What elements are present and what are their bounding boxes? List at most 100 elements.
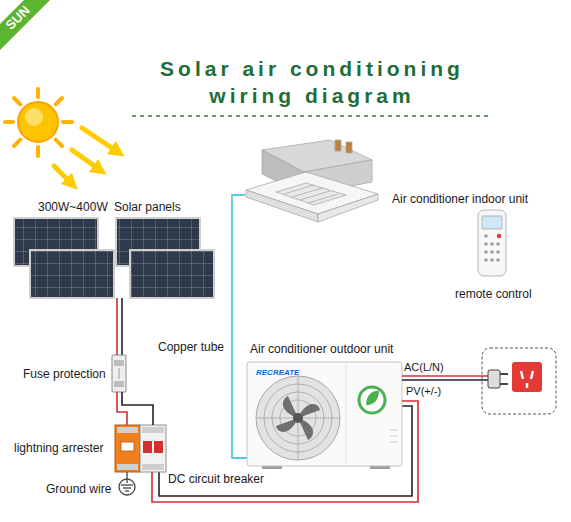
sun-icon	[14, 98, 20, 104]
indoor-unit	[335, 140, 341, 151]
dc-wire	[152, 401, 418, 502]
component-label: 300W~400W	[38, 200, 108, 214]
fuse-holder	[119, 368, 120, 379]
ac-socket	[512, 362, 542, 392]
remote-control	[490, 258, 494, 262]
ac-socket	[482, 348, 556, 414]
wire-label: AC(L/N)	[404, 360, 444, 374]
ground-symbol	[121, 484, 133, 485]
sun-icon	[18, 102, 58, 142]
remote-control	[484, 242, 488, 246]
ac-socket	[531, 371, 533, 379]
dc-breaker	[140, 425, 166, 472]
remote-control	[490, 242, 494, 246]
indoor-unit	[300, 191, 330, 200]
sunlight-arrow	[72, 150, 100, 170]
ac-socket	[488, 370, 500, 388]
remote-control	[478, 210, 506, 276]
ac-wire	[402, 376, 488, 380]
ac-socket	[500, 373, 508, 375]
ground-symbol	[126, 472, 127, 483]
ac-socket	[521, 371, 523, 379]
remote-control	[484, 250, 488, 254]
dc-circuit-breaker: DC circuit breaker	[140, 425, 166, 472]
copper-tube	[232, 195, 247, 458]
lightning-arrester	[115, 425, 140, 472]
outdoor-unit: Air conditioner outdoor unit	[247, 362, 402, 466]
indoor-unit	[284, 185, 314, 194]
outdoor-unit	[390, 430, 398, 431]
sun-icon	[36, 147, 40, 156]
outdoor-unit	[346, 364, 347, 464]
fuse-protection: Fuse protection	[112, 355, 126, 392]
solar-panel	[14, 218, 214, 298]
remote-control: remote control	[478, 210, 506, 276]
solar-panels: 300W~400WSolar panels	[14, 218, 214, 298]
dc-breaker	[142, 464, 164, 470]
ground-symbol	[123, 487, 131, 488]
outdoor-unit	[256, 376, 340, 460]
solar-panel	[30, 250, 114, 298]
ground-symbol	[119, 479, 135, 495]
lightning-arrester: lightning arrester	[115, 425, 140, 472]
dc-wire	[122, 298, 412, 496]
lightning-arrester	[117, 427, 138, 433]
sunlight-arrow	[54, 128, 118, 184]
indoor-unit	[346, 142, 352, 153]
lightning-arrester	[121, 442, 134, 451]
corner-ribbon	[0, 0, 50, 50]
indoor-unit: Air conditioner indoor unit	[245, 138, 378, 224]
ac-wire	[402, 379, 488, 381]
ac-socket	[482, 348, 556, 414]
component-label: DC circuit breaker	[168, 472, 264, 486]
remote-control	[484, 258, 488, 262]
ac-socket	[526, 383, 529, 388]
outdoor-unit	[293, 413, 303, 423]
connector-label: Copper tube	[156, 340, 226, 354]
part-label: Ground wire	[46, 482, 111, 496]
outdoor-unit	[390, 436, 398, 437]
ground-symbol	[125, 490, 129, 491]
dc-wire	[122, 392, 153, 425]
lightning-arrester	[117, 464, 138, 470]
remote-control	[484, 234, 488, 238]
sun-icon	[36, 89, 40, 97]
sun-icon	[5, 120, 13, 124]
sun-icon	[14, 140, 20, 146]
dc-breaker	[142, 427, 164, 433]
fuse-holder	[114, 381, 124, 387]
outdoor-unit	[247, 362, 402, 466]
component-label: Air conditioner indoor unit	[392, 192, 528, 206]
component-label: Fuse protection	[23, 367, 106, 381]
indoor-unit	[292, 188, 322, 197]
indoor-unit	[246, 172, 378, 214]
ac-wire	[402, 375, 488, 377]
fuse-holder	[112, 355, 126, 392]
remote-control	[496, 242, 500, 246]
sunlight-arrow	[54, 166, 72, 184]
solar-panel	[130, 250, 214, 298]
brand-logo: RECREATE	[256, 366, 299, 380]
remote-control	[496, 258, 500, 262]
remote-control	[490, 250, 494, 254]
title-rule	[132, 115, 492, 117]
dc-wire	[116, 298, 118, 355]
sunlight-arrow	[82, 128, 118, 152]
title-rule	[132, 116, 492, 117]
outdoor-unit	[359, 387, 385, 413]
sun-icon	[56, 98, 62, 104]
indoor-unit	[276, 183, 346, 205]
component-label: Air conditioner outdoor unit	[250, 342, 393, 356]
dc-breaker	[140, 425, 166, 472]
ground-symbol	[119, 472, 135, 495]
component-label: lightning arrester	[14, 441, 103, 455]
indoor-unit	[308, 194, 338, 203]
lightning-arrester	[115, 425, 140, 472]
sun-icon	[63, 120, 72, 124]
dc-breaker	[143, 441, 152, 453]
outdoor-unit	[366, 391, 379, 405]
indoor-unit	[246, 140, 378, 222]
diagram-title: Solar air conditioning wiring diagram	[120, 55, 504, 109]
outdoor-unit	[390, 442, 398, 443]
corner-ribbon	[0, 0, 50, 50]
